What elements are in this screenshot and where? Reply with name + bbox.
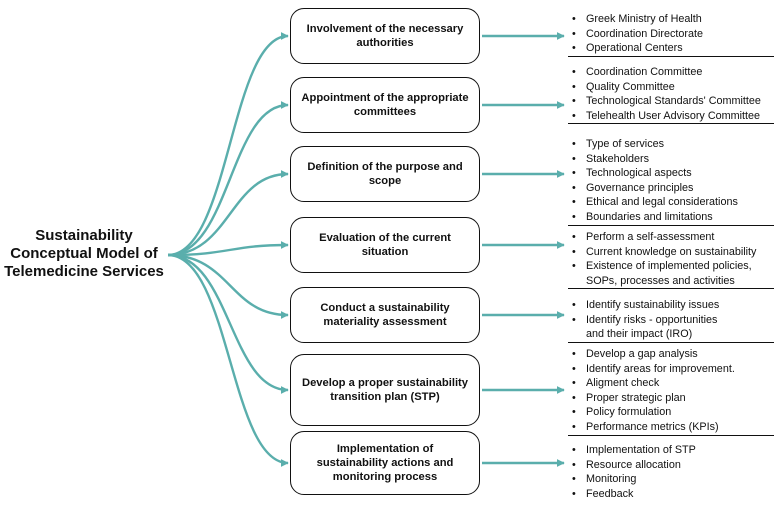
step-box-4: Evaluation of the current situation: [290, 217, 480, 273]
branch-arrow-2: [167, 101, 289, 257]
list-item: Identify areas for improvement.: [568, 362, 774, 377]
step-box-5: Conduct a sustainability materiality ass…: [290, 287, 480, 343]
list-item: Develop a gap analysis: [568, 347, 774, 362]
list-item: Monitoring: [568, 472, 774, 487]
list-item-continuation: SOPs, processes and activities: [586, 274, 735, 287]
list-item: Perform a self-assessment: [568, 230, 774, 245]
list-item: Coordination Directorate: [568, 27, 774, 42]
list-item: Coordination Committee: [568, 65, 774, 80]
detail-list-3: Type of services Stakeholders Technologi…: [568, 137, 774, 226]
list-item: Current knowledge on sustainability: [568, 245, 774, 260]
list-item: Stakeholders: [568, 152, 774, 167]
branch-arrow-5: [167, 253, 289, 319]
list-item: Type of services: [568, 137, 774, 152]
branch-arrow-1: [167, 32, 289, 257]
step-box-2: Appointment of the appropriate committee…: [290, 77, 480, 133]
detail-list-2: Coordination Committee Quality Committee…: [568, 65, 774, 125]
branch-arrow-7: [167, 253, 289, 467]
list-item: Quality Committee: [568, 80, 774, 95]
list-item: Ethical and legal considerations: [568, 195, 774, 210]
list-item: Telehealth User Advisory Committee: [568, 109, 774, 124]
step-label: Involvement of the necessary authorities: [306, 23, 464, 49]
list-item: Greek Ministry of Health: [568, 12, 774, 27]
list-item: Aligment check: [568, 376, 774, 391]
list-item: Operational Centers: [568, 41, 774, 56]
list-item: Technological aspects: [568, 166, 774, 181]
detail-list-7: Implementation of STP Resource allocatio…: [568, 443, 774, 501]
list-item: Identify risks - opportunities: [568, 313, 774, 328]
list-item: Governance principles: [568, 181, 774, 196]
step-box-3: Definition of the purpose and scope: [290, 146, 480, 202]
step-box-6: Develop a proper sustainability transiti…: [290, 354, 480, 426]
list-item: Boundaries and limitations: [568, 210, 774, 225]
step-label: Develop a proper sustainability transiti…: [302, 377, 468, 403]
list-item: Feedback: [568, 487, 774, 501]
list-item: Implementation of STP: [568, 443, 774, 458]
list-item: Identify sustainability issues: [568, 298, 774, 313]
detail-list-6: Develop a gap analysis Identify areas fo…: [568, 347, 774, 436]
model-title: Sustainability Conceptual Model of Telem…: [4, 227, 164, 280]
list-item: Technological Standards' Committee: [568, 94, 774, 109]
list-item: Policy formulation: [568, 405, 774, 420]
step-label: Conduct a sustainability materiality ass…: [320, 302, 450, 328]
branch-arrow-3: [167, 170, 289, 257]
list-item-continuation: and their impact (IRO): [586, 328, 693, 341]
list-item: Proper strategic plan: [568, 391, 774, 406]
step-label: Appointment of the appropriate committee…: [301, 92, 469, 118]
step-box-7: Implementation of sustainability actions…: [290, 431, 480, 495]
list-item: Performance metrics (KPIs): [568, 420, 774, 435]
detail-list-4: Perform a self-assessment Current knowle…: [568, 230, 774, 290]
detail-list-1: Greek Ministry of Health Coordination Di…: [568, 12, 774, 57]
detail-list-5: Identify sustainability issues Identify …: [568, 298, 774, 343]
branch-arrow-4: [167, 241, 289, 257]
list-item: Existence of implemented policies,: [568, 259, 774, 274]
list-item: Resource allocation: [568, 458, 774, 473]
branch-arrow-6: [167, 253, 289, 394]
step-label: Definition of the purpose and scope: [307, 161, 463, 187]
step-label: Implementation of sustainability actions…: [316, 443, 454, 483]
step-box-1: Involvement of the necessary authorities: [290, 8, 480, 64]
step-label: Evaluation of the current situation: [319, 232, 451, 258]
